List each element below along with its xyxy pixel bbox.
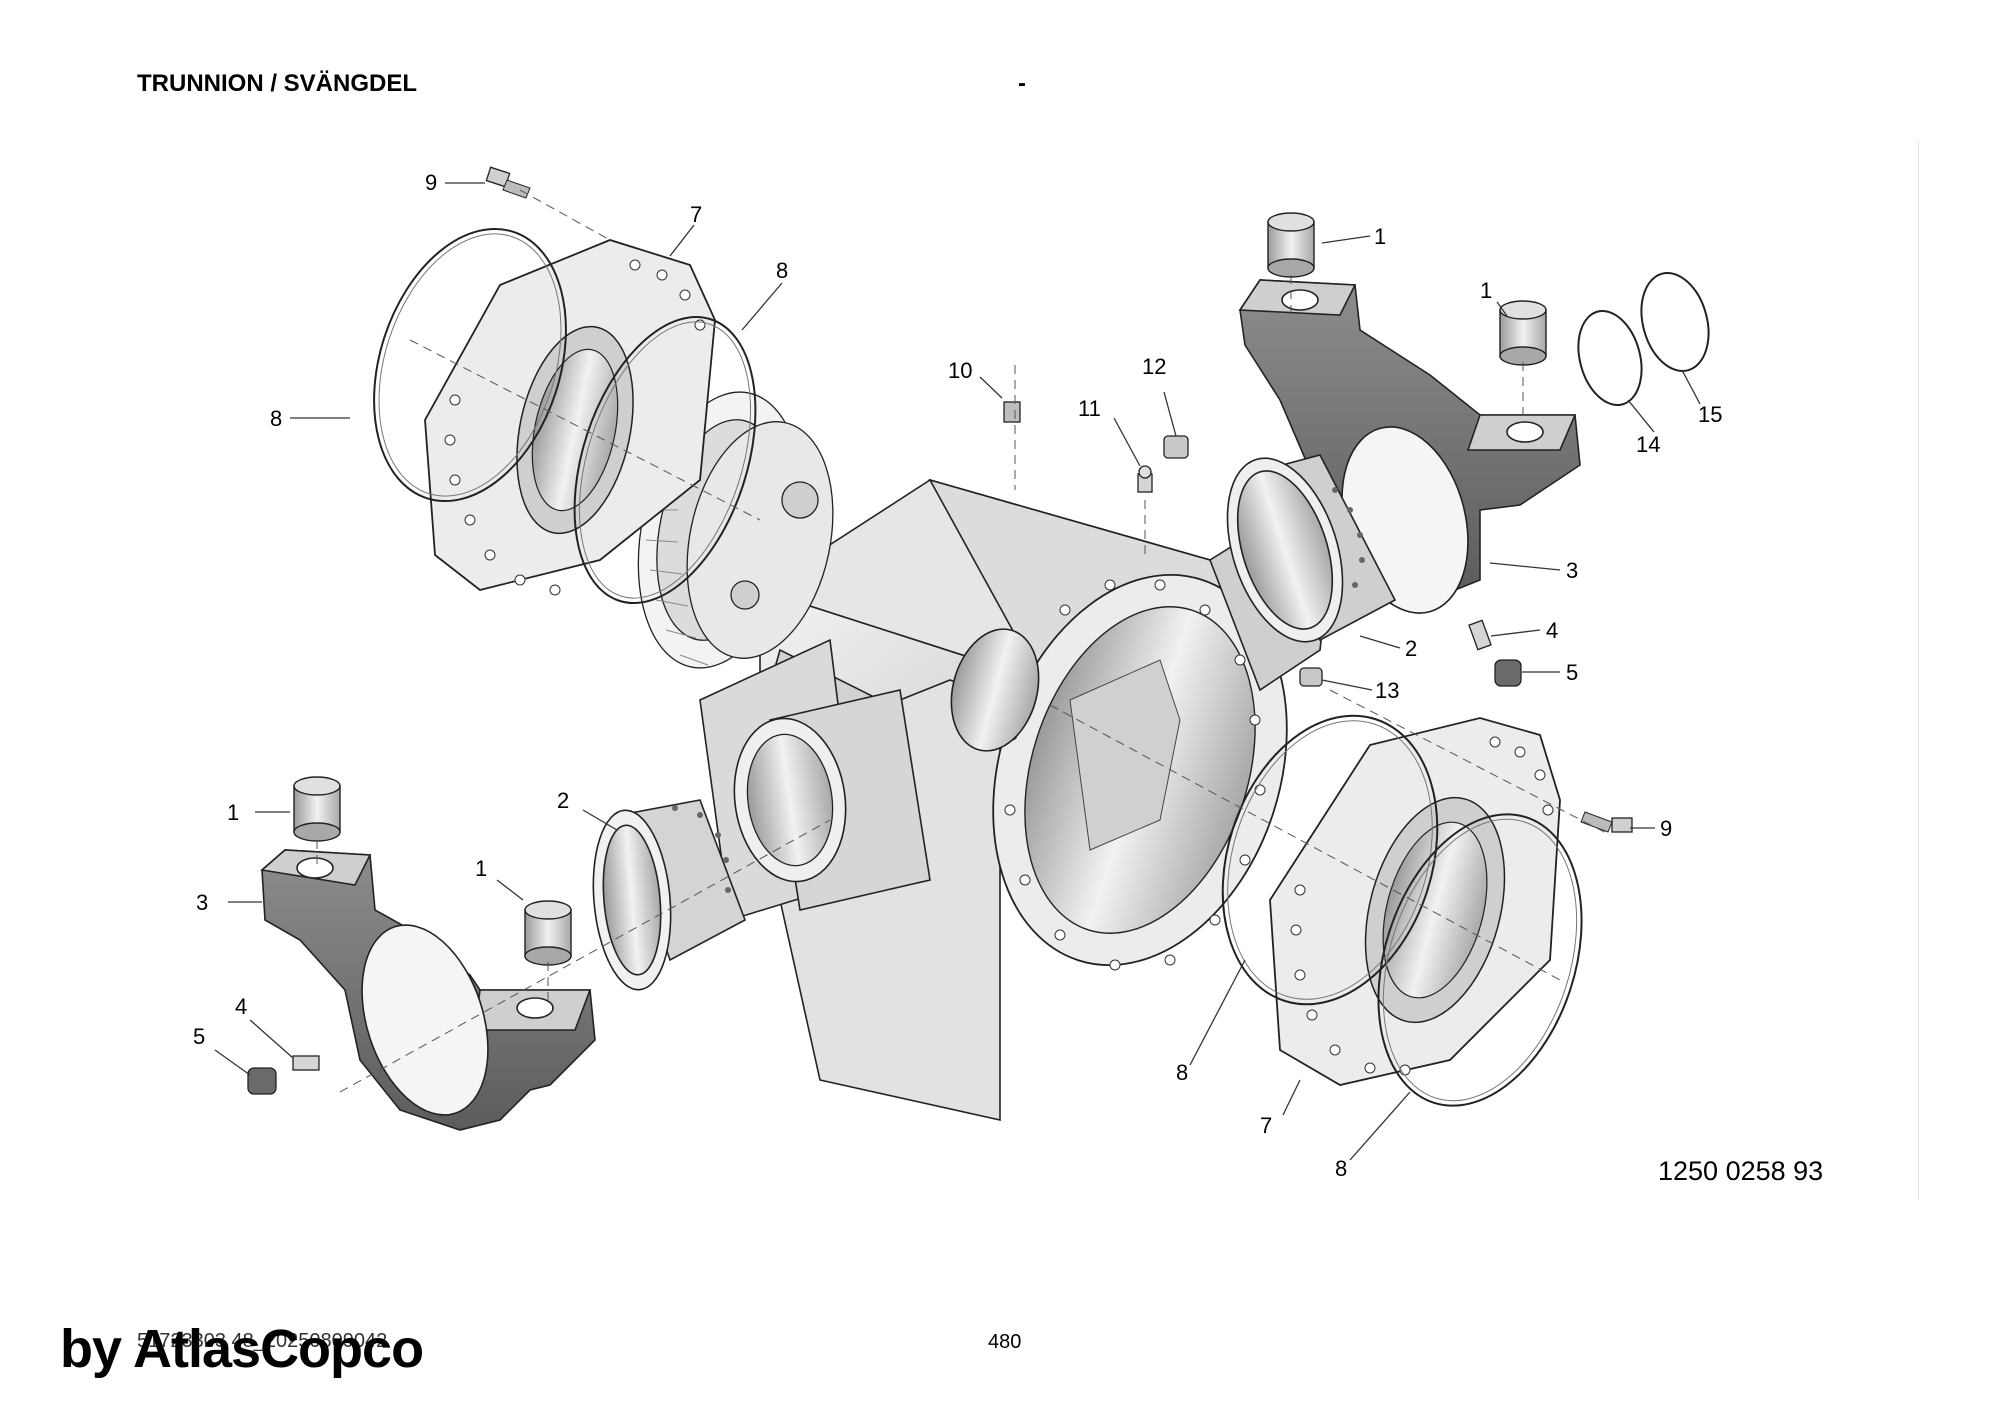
cap-5-upper [1494, 659, 1522, 687]
callout-item-4-lower: 4 [235, 994, 247, 1019]
callout-item-1-upper-b: 1 [1480, 278, 1492, 303]
o-ring-left-outer [373, 227, 567, 503]
callout-item-1-lower-b: 1 [475, 856, 487, 881]
drawing-number: 1250 0258 93 [1658, 1156, 1824, 1186]
callout-item-4-upper: 4 [1546, 618, 1558, 643]
cap-5-lower [247, 1067, 277, 1095]
callout-labels: 9 7 8 8 1 1 15 14 10 12 11 3 4 2 5 13 1 … [193, 170, 1722, 1181]
callout-item-9-lower: 9 [1660, 816, 1672, 841]
callout-item-8-upper-inner: 8 [776, 258, 788, 283]
retaining-ring-14 [1577, 309, 1643, 407]
callout-item-8-upper-outer: 8 [270, 406, 282, 431]
margin-rule [1918, 140, 1919, 1200]
callout-item-1-lower-a: 1 [227, 800, 239, 825]
callout-item-8-lower-inner: 8 [1335, 1156, 1347, 1181]
callout-item-2-lower: 2 [557, 788, 569, 813]
callout-item-13: 13 [1375, 678, 1399, 703]
retaining-ring-15 [1640, 271, 1710, 373]
bushing-lower-2 [524, 900, 572, 966]
screw-9-lower [1580, 811, 1633, 833]
plug-13 [1299, 667, 1323, 687]
assembly-axis-lines [316, 189, 1611, 1093]
callout-item-1-upper-a: 1 [1374, 224, 1386, 249]
grease-nipple-4-lower [292, 1055, 320, 1071]
o-ring-right-inner [1377, 813, 1583, 1107]
callout-item-15: 15 [1698, 402, 1722, 427]
leader-lines [214, 182, 1701, 1161]
header-dash: - [1018, 70, 1026, 97]
plug-10 [1003, 401, 1021, 423]
diagram-title: TRUNNION / SVÄNGDEL [137, 70, 418, 97]
bushing-upper-1 [1267, 212, 1315, 278]
callout-item-14: 14 [1636, 432, 1660, 457]
bushing-upper-2 [1499, 300, 1547, 366]
lower-trunnion-bracket [260, 849, 596, 1131]
housing-lower-trunnion-journal [733, 689, 931, 911]
housing-side-port [950, 628, 1040, 752]
upper-bearing-bush [1226, 454, 1397, 643]
plug-12 [1163, 435, 1189, 459]
right-flange-cover [1269, 717, 1561, 1086]
left-flange-cover [424, 239, 716, 596]
callout-item-7-lower: 7 [1260, 1113, 1272, 1138]
screw-9-upper [485, 166, 531, 199]
callout-item-8-lower-outer: 8 [1176, 1060, 1188, 1085]
grease-nipple-4-upper [1468, 619, 1492, 651]
page-number: 480 [988, 1331, 1022, 1353]
brand-watermark: by AtlasCopco [60, 1319, 424, 1379]
callout-item-12: 12 [1142, 354, 1166, 379]
grease-nipple-11 [1137, 465, 1153, 493]
o-ring-left-inner [573, 315, 757, 605]
bushing-lower-1 [293, 776, 341, 842]
callout-item-11: 11 [1078, 396, 1101, 421]
o-ring-right-outer [1221, 714, 1439, 1006]
callout-item-5-lower: 5 [193, 1024, 205, 1049]
callout-item-2-upper: 2 [1405, 636, 1417, 661]
callout-item-5-upper: 5 [1566, 660, 1578, 685]
callout-item-3-lower: 3 [196, 890, 208, 915]
document-id: 51723303 48_20250809042 [137, 1330, 388, 1352]
callout-item-9-upper: 9 [425, 170, 437, 195]
callout-item-3-upper: 3 [1566, 558, 1578, 583]
callout-item-10: 10 [948, 358, 972, 383]
callout-item-7-upper: 7 [690, 202, 702, 227]
